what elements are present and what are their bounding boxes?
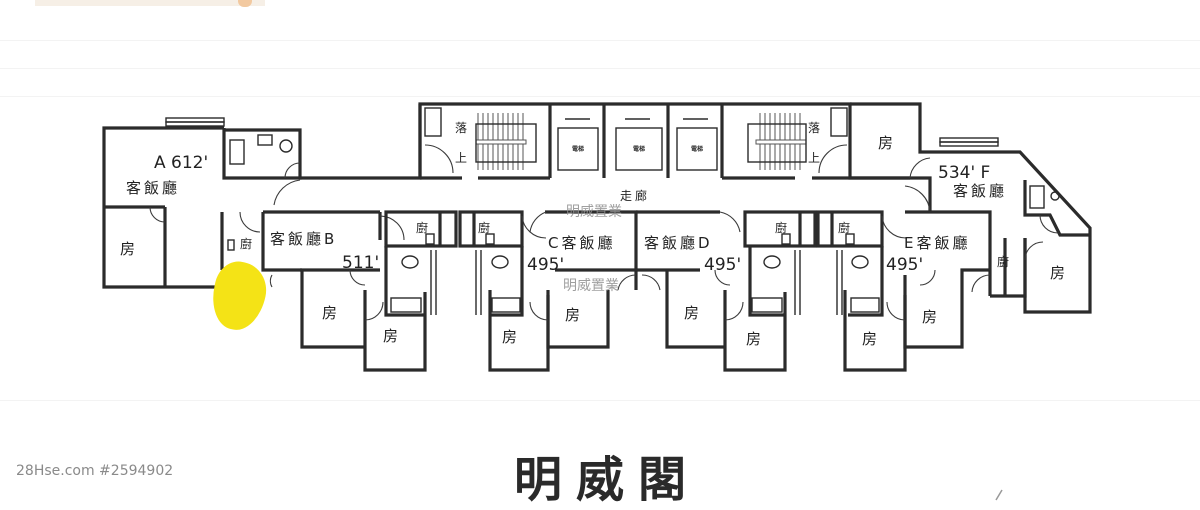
source-label: 28Hse.com #2594902 [16,463,174,479]
stair-right-down-label: 落 [808,121,820,135]
unit-c-room2-label: 房 [565,306,580,324]
scan-artifact-line [0,40,1200,41]
watermark-top: 明威置業 [566,204,622,220]
stair-left-down-label: 落 [455,121,467,135]
unit-c-living-label: C客飯廳 [548,234,615,252]
scan-artifact-line [0,96,1200,97]
lift-3-label: 電梯 [691,145,703,153]
unit-f-room1-label: 房 [878,134,893,152]
unit-a-room-label: 房 [120,240,135,258]
unit-e-room2-label: 房 [922,308,937,326]
unit-e-living-label: E客飯廳 [904,234,970,252]
core-stairs-lifts [418,104,850,180]
lift-1-label: 電梯 [572,145,584,153]
unit-a-living-label: 客飯廳 [126,179,180,197]
top-cropped-banner-accent [238,0,252,7]
unit-e-room1-label: 房 [862,330,877,348]
unit-c-area-label: 495' [527,255,564,275]
stair-right-up-label: 上 [808,151,820,165]
building-title: 明威閣 [514,452,701,508]
scan-artifact-line [0,400,1200,401]
scan-speck [995,489,1003,501]
unit-f-area-label: 534' F [938,163,990,183]
unit-b-area-label: 511' [342,253,379,273]
unit-b-kitchen-label: 廚 [416,220,428,235]
unit-a [102,117,302,289]
lift-2-label: 電梯 [633,145,645,153]
unit-d-living-label: 客飯廳D [644,234,713,252]
unit-b-room2-label: 房 [383,327,398,345]
unit-d-room1-label: 房 [684,304,699,322]
unit-e-area-label: 495' [886,255,923,275]
stair-left-up-label: 上 [455,151,467,165]
units-b-to-e [220,210,992,372]
unit-e-kitchen-label: 廚 [838,220,850,235]
unit-f-kitchen-label: 廚 [997,254,1009,269]
unit-c-room1-label: 房 [502,328,517,346]
unit-a-kitchen-label: 廚 [240,236,252,251]
unit-d-area-label: 495' [704,255,741,275]
scan-artifact-line [0,68,1200,69]
top-cropped-banner [35,0,265,6]
unit-b-room1-label: 房 [322,304,337,322]
unit-a-area-label: A 612' [154,153,208,173]
unit-b-living-label: 客飯廳B [270,230,337,248]
corridor-label: 走廊 [620,188,650,203]
unit-c-kitchen-label: 廚 [478,220,490,235]
watermark-bottom: 明威置業 [563,278,619,294]
unit-f [850,102,1092,314]
unit-d-room2-label: 房 [746,330,761,348]
unit-f-living-label: 客飯廳 [953,182,1007,200]
unit-f-room2-label: 房 [1050,264,1065,282]
unit-d-kitchen-label: 廚 [775,220,787,235]
